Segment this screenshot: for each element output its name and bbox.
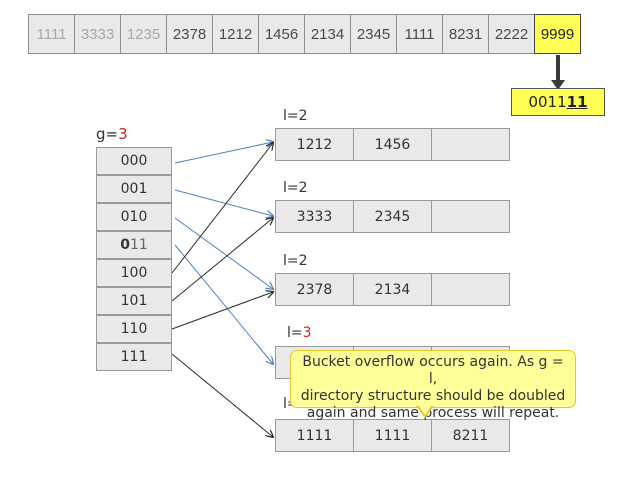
hash-suffix: 11: [566, 93, 588, 111]
local-depth-label: l=2: [283, 108, 308, 124]
local-depth-label: l=3: [287, 325, 312, 341]
bucket-slot: [432, 274, 509, 305]
directory-entry-bits: 000: [120, 153, 148, 169]
pointer-010: [174, 217, 273, 289]
bucket-slot: 1212: [276, 129, 354, 160]
directory-entry: 000: [96, 147, 172, 175]
local-depth-prefix: l=: [283, 253, 299, 269]
callout-line: directory structure should be doubled: [300, 388, 566, 404]
bucket-slot: 2378: [276, 274, 354, 305]
pointer-001: [174, 189, 273, 216]
directory-entry: 101: [96, 287, 172, 315]
local-depth-label: l=2: [283, 253, 308, 269]
bucket-slot: 2345: [354, 201, 432, 232]
pointer-011: [174, 244, 273, 364]
sequence-cell: 1111: [28, 14, 75, 54]
sequence-cell: 8231: [442, 14, 489, 54]
bucket-slot: [432, 201, 509, 232]
local-depth-prefix: l=: [283, 108, 299, 124]
sequence-cell: 3333: [74, 14, 121, 54]
overflow-callout: Bucket overflow occurs again. As g = l, …: [290, 350, 576, 421]
sequence-cell: 2222: [488, 14, 535, 54]
directory-entry: 110: [96, 315, 172, 343]
local-depth-label: l=2: [283, 180, 308, 196]
sequence-cell: 2345: [350, 14, 397, 54]
local-depth-value: 2: [298, 108, 308, 124]
directory-entry-bits: 110: [120, 321, 148, 337]
bucket-slot: 1456: [354, 129, 432, 160]
local-depth-value: 3: [302, 325, 312, 341]
local-depth-value: 2: [298, 180, 308, 196]
sequence-cell: 9999: [534, 14, 581, 54]
local-depth-prefix: l=: [287, 325, 303, 341]
pointer-111: [171, 353, 273, 437]
bucket-slot: 8211: [452, 427, 489, 444]
directory-entry-bits: 010: [120, 209, 148, 225]
pointer-110: [171, 292, 273, 330]
directory-entry: 111: [96, 343, 172, 371]
directory-entry-bits: 101: [120, 293, 148, 309]
hash-arrowhead: [551, 80, 565, 90]
bucket-slot: 3333: [276, 201, 354, 232]
directory-entry-bold-bit: 0: [120, 237, 130, 253]
directory-entry-bits: 11: [129, 237, 148, 253]
sequence-cell: 1111: [396, 14, 443, 54]
pointer-000: [174, 142, 273, 164]
global-depth-value: 3: [118, 125, 128, 143]
global-depth-prefix: g=: [96, 125, 119, 143]
directory-entry: 100: [96, 259, 172, 287]
hash-prefix: 0011: [528, 93, 567, 111]
sequence-cell: 1235: [120, 14, 167, 54]
bucket-slot: [432, 129, 509, 160]
local-depth-prefix: l=: [283, 180, 299, 196]
pointer-101: [171, 218, 273, 302]
sequence-cell: 1212: [212, 14, 259, 54]
pointer-100: [171, 143, 273, 274]
directory-entry: 010: [96, 203, 172, 231]
directory-entry: 001: [96, 175, 172, 203]
sequence-cell: 2134: [304, 14, 351, 54]
bucket-slot: 1111: [354, 420, 432, 451]
local-depth-value: 2: [298, 253, 308, 269]
callout-line: Bucket overflow occurs again. As g = l,: [302, 354, 564, 387]
directory-entry-bits: 001: [120, 181, 148, 197]
bucket-slot: 2134: [354, 274, 432, 305]
callout-tail-fill: [418, 405, 432, 415]
directory-entry-bits: 111: [120, 349, 148, 365]
global-depth-label: g=3: [96, 125, 128, 143]
bucket-slot: 1111: [276, 420, 354, 451]
directory-entry-bits: 100: [120, 265, 148, 281]
